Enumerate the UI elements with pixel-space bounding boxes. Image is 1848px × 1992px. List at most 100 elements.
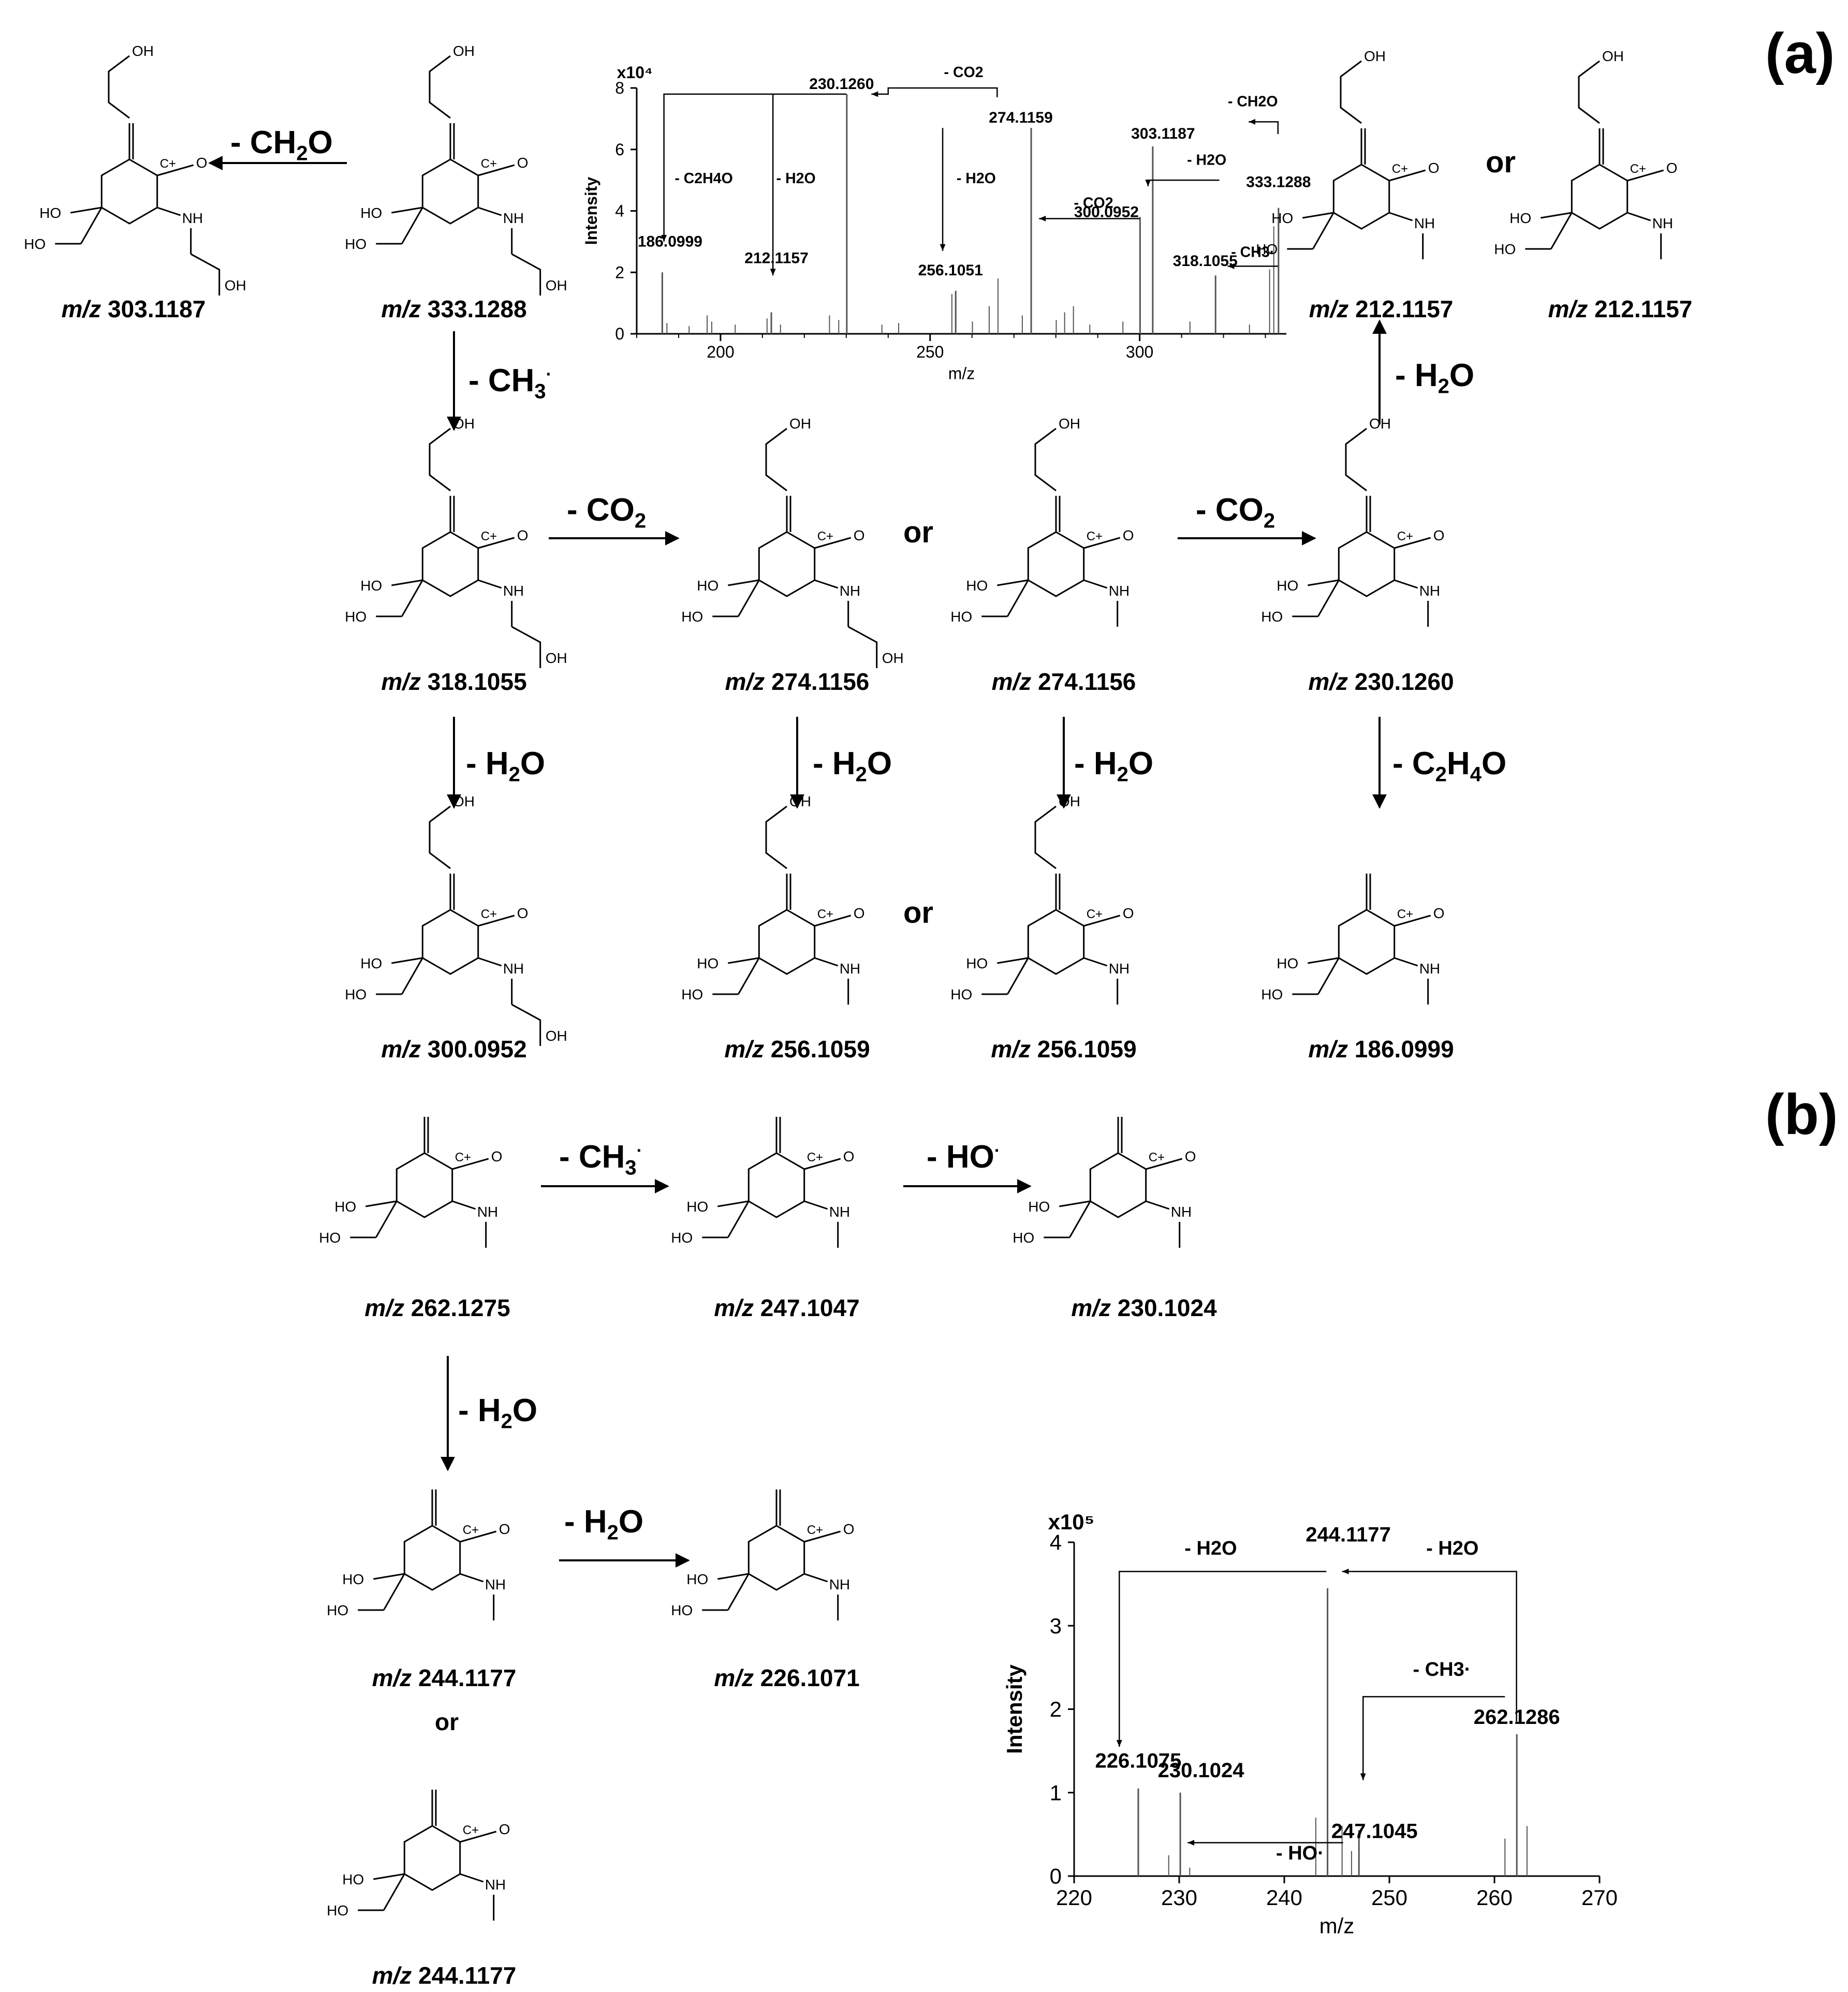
svg-text:C+: C+: [463, 1523, 479, 1537]
y-tick-label: 0: [615, 324, 624, 343]
svg-text:O: O: [1666, 160, 1678, 176]
molecule-structure: [358, 1790, 497, 1921]
svg-text:HO: HO: [360, 955, 382, 971]
svg-text:OH: OH: [546, 650, 567, 666]
molecule-structure: [702, 1117, 841, 1248]
mz-caption: m/z 256.1059: [724, 1036, 870, 1063]
svg-text:HO: HO: [334, 1199, 356, 1215]
loss-label: - H2O: [1426, 1538, 1478, 1559]
x-axis-label: m/z: [1319, 1914, 1355, 1938]
mz-caption: m/z 244.1177: [372, 1962, 517, 1989]
svg-text:NH: NH: [1171, 1204, 1192, 1220]
molecule-structure: [1292, 427, 1431, 627]
molecule-structure: [376, 427, 541, 668]
svg-text:OH: OH: [225, 277, 246, 293]
loss-h2o-label-4: - H2O: [1074, 746, 1154, 786]
peak-label: 274.1159: [989, 109, 1052, 126]
loss-arrow: [1342, 1571, 1517, 1722]
loss-ch3-label: - CH3·: [468, 363, 552, 403]
y-axis-label: Intensity: [582, 177, 600, 245]
svg-text:O: O: [1123, 905, 1134, 921]
svg-text:C+: C+: [1397, 907, 1413, 921]
loss-arrowhead: [1249, 119, 1256, 125]
molecule-structure: [712, 805, 852, 1005]
loss-arrowhead: [661, 234, 667, 242]
molecule-structure: [358, 1489, 497, 1620]
mz-caption: m/z 274.1156: [725, 668, 870, 695]
svg-text:NH: NH: [503, 583, 524, 599]
svg-text:HO: HO: [319, 1230, 341, 1246]
or-word-1: or: [1486, 145, 1516, 179]
peak-label: 303.1187: [1131, 125, 1195, 142]
svg-text:C+: C+: [1087, 529, 1103, 543]
mz-caption: m/z 318.1055: [381, 668, 527, 695]
loss-label: - HO·: [1276, 1842, 1324, 1864]
svg-text:NH: NH: [1419, 961, 1440, 977]
x-tick-label: 240: [1266, 1885, 1302, 1910]
svg-text:C+: C+: [1149, 1150, 1165, 1164]
svg-text:HO: HO: [671, 1602, 693, 1618]
x-tick-label: 300: [1126, 343, 1153, 361]
svg-text:OH: OH: [1369, 416, 1391, 432]
svg-text:OH: OH: [882, 650, 904, 666]
loss-arrowhead: [1116, 1740, 1122, 1747]
svg-text:O: O: [1123, 527, 1134, 543]
molecule-structure: [1292, 874, 1431, 1005]
svg-text:O: O: [1433, 905, 1445, 921]
svg-text:HO: HO: [697, 955, 718, 971]
mz-caption: m/z 300.0952: [381, 1036, 527, 1063]
mz-caption: m/z 230.1024: [1071, 1294, 1217, 1321]
x-tick-label: 260: [1476, 1885, 1513, 1910]
svg-text:NH: NH: [840, 961, 860, 977]
loss-h2o-label-3: - H2O: [813, 746, 892, 786]
molecule-structure: [981, 805, 1121, 1005]
loss-arrowhead: [770, 269, 776, 276]
loss-label: - H2O: [957, 170, 996, 187]
y-tick-label: 8: [615, 79, 624, 97]
svg-text:HO: HO: [1028, 1199, 1050, 1215]
loss-label: - CH2O: [1228, 94, 1278, 110]
svg-text:HO: HO: [966, 955, 988, 971]
or-word-4: or: [435, 1708, 459, 1735]
svg-text:C+: C+: [807, 1523, 823, 1537]
molecule-structure: [376, 55, 541, 296]
svg-text:HO: HO: [1261, 986, 1283, 1002]
molecule-structure: [376, 805, 541, 1046]
svg-text:C+: C+: [481, 157, 497, 171]
svg-text:O: O: [491, 1148, 503, 1164]
loss-arrowhead: [871, 91, 878, 97]
svg-text:OH: OH: [546, 277, 567, 293]
svg-text:C+: C+: [1087, 907, 1103, 921]
loss-arrow: [871, 87, 998, 97]
svg-text:HO: HO: [1277, 955, 1298, 971]
svg-text:NH: NH: [829, 1576, 850, 1592]
y-tick-label: 4: [1050, 1530, 1062, 1555]
loss-label: - CH3·: [1231, 244, 1274, 261]
peak-label: 212.1157: [744, 249, 808, 267]
mz-caption: m/z 230.1260: [1308, 668, 1454, 695]
loss-h2o-label-b1: - H2O: [458, 1393, 538, 1433]
y-multiplier: x10⁵: [1048, 1510, 1095, 1534]
loss-arrow: [663, 93, 846, 242]
mz-caption: m/z 303.1187: [61, 296, 206, 322]
x-tick-label: 220: [1056, 1885, 1092, 1910]
loss-label: - C2H4O: [674, 170, 732, 187]
loss-label: - H2O: [776, 170, 816, 187]
svg-text:HO: HO: [681, 986, 703, 1002]
svg-text:O: O: [854, 527, 865, 543]
svg-text:O: O: [499, 1521, 510, 1537]
panel-label-b: (b): [1765, 1083, 1838, 1146]
svg-text:NH: NH: [1109, 583, 1130, 599]
loss-arrow: [1249, 121, 1279, 135]
